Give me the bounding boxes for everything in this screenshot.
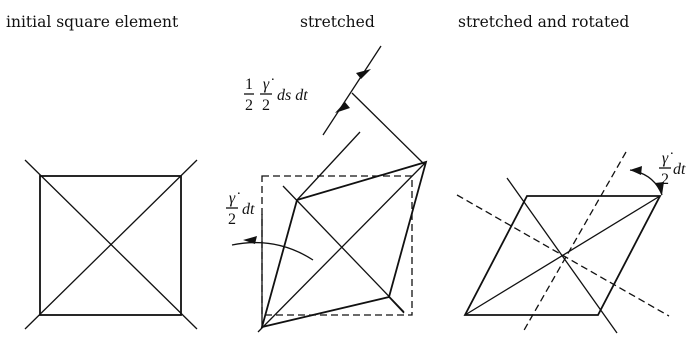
rotation-angle-label: γ̇ 2 dt — [659, 150, 686, 188]
rotated-rhombus — [463, 195, 662, 316]
frac1-numerator: 1 — [245, 76, 253, 93]
rotation-angle-numerator: γ̇ — [662, 150, 673, 167]
rotation-angle-arc — [629, 169, 663, 196]
rotation-angle-arrow-start — [630, 166, 642, 175]
caption-stretched-rotated: stretched and rotated — [458, 13, 629, 31]
frac1-denominator: 2 — [245, 97, 253, 114]
dimension-arrow-1 — [335, 102, 350, 113]
caption-initial: initial square element — [6, 13, 179, 31]
stretch-angle-suffix: dt — [242, 201, 255, 218]
stretch-angle-label: γ̇ 2 dt — [226, 190, 255, 228]
square-outline — [39, 175, 182, 316]
panel-stretched — [231, 45, 428, 333]
original-axis-1 — [456, 194, 670, 317]
strain-width-suffix: ds dt — [277, 87, 308, 104]
dimension-arrow-2 — [356, 69, 371, 79]
strain-width-label: 1 2 γ̇ 2 ds dt — [244, 76, 308, 114]
panel-initial-square — [24, 159, 198, 330]
diagonal-anti — [24, 159, 198, 330]
rotation-angle-denominator: 2 — [661, 171, 669, 188]
caption-stretched: stretched — [300, 13, 375, 31]
rotation-angle-arrow-end — [655, 182, 664, 195]
stretched-diagonal-anti — [282, 185, 405, 313]
extension-line-lower — [351, 92, 425, 165]
stretch-angle-denominator: 2 — [228, 211, 236, 228]
stretched-edge-extension — [388, 296, 405, 314]
stretch-angle-arrow — [243, 236, 257, 244]
extension-line-upper — [296, 131, 361, 201]
frac2-denominator: 2 — [262, 97, 270, 114]
rotation-angle-suffix: dt — [673, 161, 686, 178]
stretch-angle-arc — [231, 241, 314, 261]
dimension-line — [322, 45, 382, 136]
panel-stretched-rotated — [456, 151, 670, 334]
original-axis-2 — [522, 151, 627, 333]
stretch-angle-numerator: γ̇ — [229, 190, 240, 207]
frac2-numerator: γ̇ — [263, 76, 274, 93]
